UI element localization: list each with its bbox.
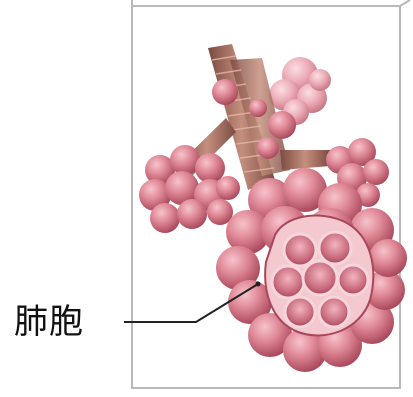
- alveolus-label: 肺胞: [14, 302, 84, 342]
- alveoli-cross-section: [265, 216, 373, 336]
